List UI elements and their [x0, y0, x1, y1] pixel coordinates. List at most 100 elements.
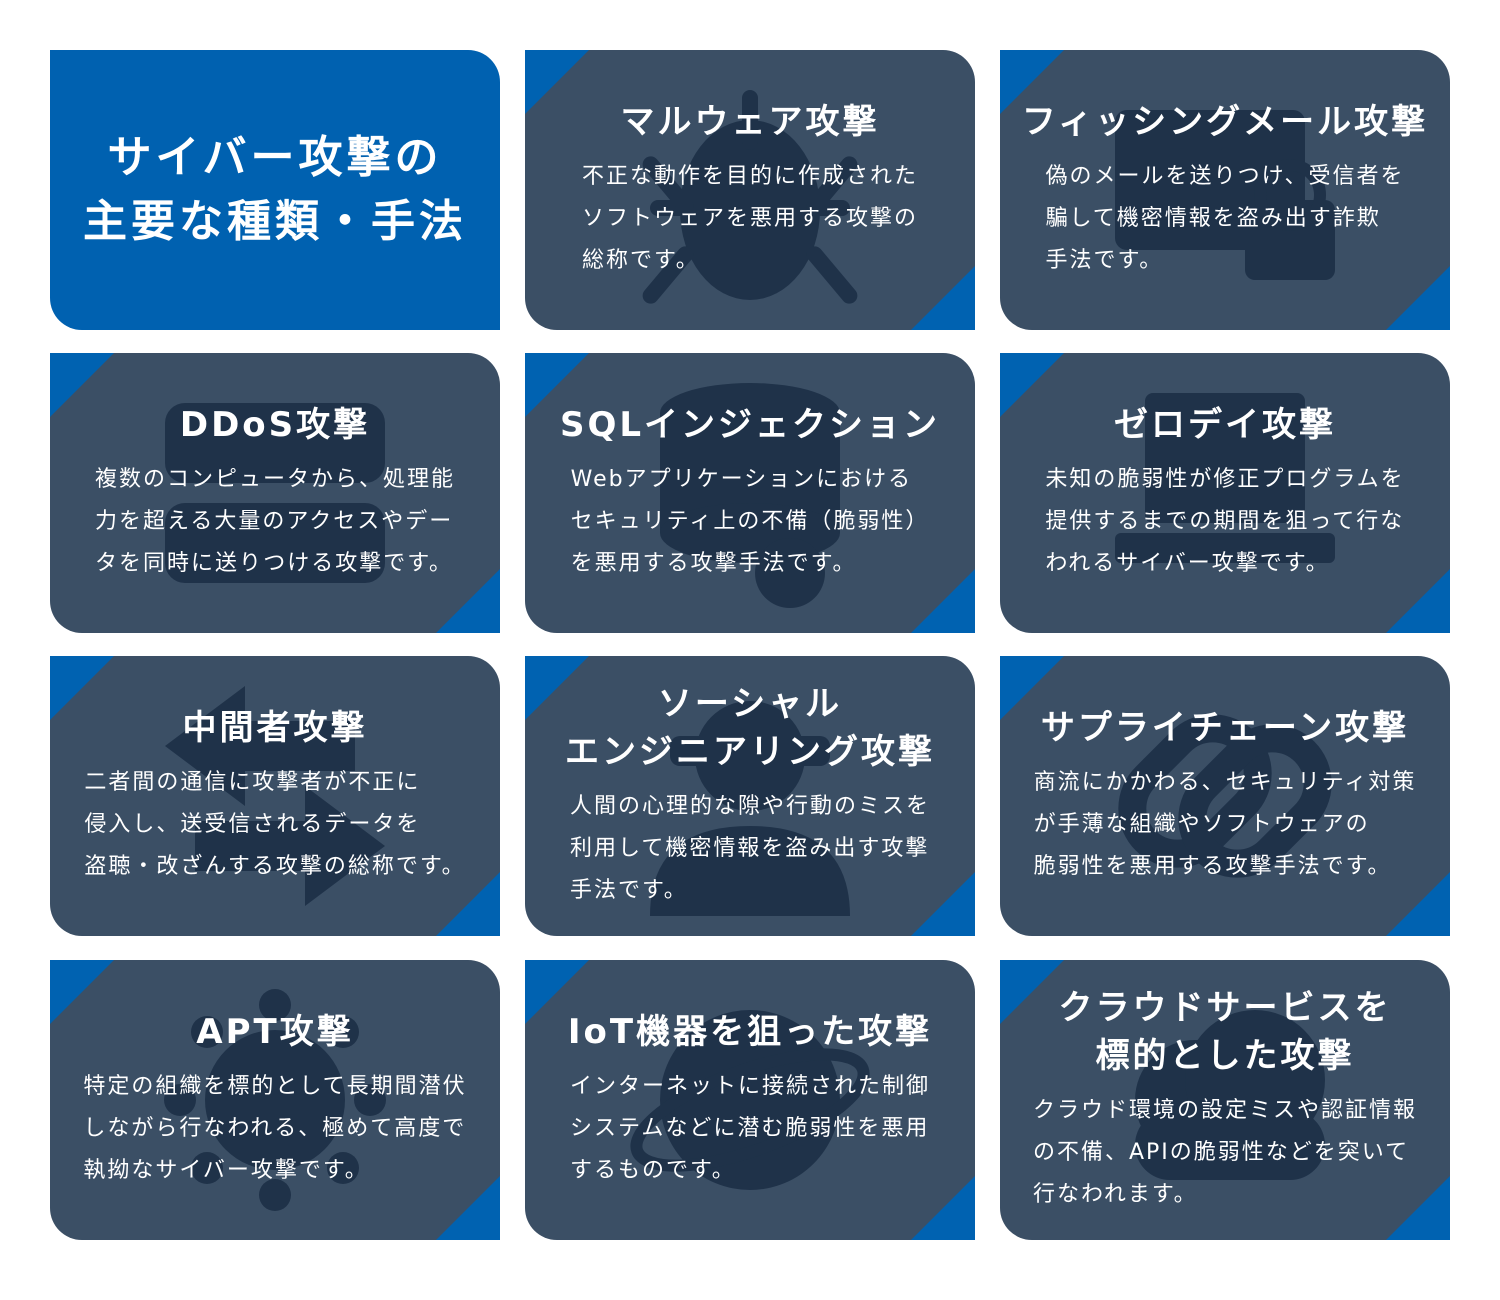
- corner-accent: [1386, 872, 1450, 936]
- card-title-line: マルウェア攻撃: [620, 102, 880, 142]
- corner-accent: [911, 1176, 975, 1240]
- card-title: 中間者攻撃: [183, 704, 368, 752]
- card-description-line: 不正な動作を目的に作成された: [581, 164, 918, 189]
- card-description-line: 手法です。: [569, 878, 688, 903]
- card-title-line: サプライチェーン攻撃: [1040, 708, 1410, 748]
- card-description: 二者間の通信に攻撃者が不正に侵入し、送受信されるデータを盗聴・改ざんする攻撃の総…: [84, 762, 465, 888]
- card-description-line: が手薄な組織やソフトウェアの: [1033, 812, 1370, 837]
- card-description-line: インターネットに接続された制御: [569, 1074, 930, 1099]
- card-description: インターネットに接続された制御システムなどに潜む脆弱性を悪用するものです。: [570, 1066, 930, 1192]
- card-title-line: クラウドサービスを: [1058, 988, 1392, 1028]
- card-description-line: システムなどに潜む脆弱性を悪用: [569, 1116, 930, 1141]
- card-description-line: クラウド環境の設定ミスや認証情報: [1032, 1098, 1417, 1123]
- attack-card: フィッシングメール攻撃偽のメールを送りつけ、受信者を騙して機密情報を盗み出す詐欺…: [1000, 50, 1450, 330]
- corner-accent: [1386, 1176, 1450, 1240]
- attack-card: IoT機器を狙った攻撃インターネットに接続された制御システムなどに潜む脆弱性を悪…: [525, 960, 975, 1240]
- card-description-line: 総称です。: [581, 248, 700, 273]
- card-description-line: 脆弱性を悪用する攻撃手法です。: [1033, 854, 1392, 879]
- card-description-line: の不備、APIの脆弱性などを突いて: [1032, 1140, 1410, 1165]
- card-title: ゼロデイ攻撃: [1114, 401, 1336, 449]
- card-description-line: 未知の脆弱性が修正プログラムを: [1045, 467, 1405, 492]
- card-description: 不正な動作を目的に作成されたソフトウェアを悪用する攻撃の総称です。: [582, 156, 918, 282]
- card-title: IoT機器を狙った攻撃: [568, 1008, 932, 1056]
- card-description-line: タを同時に送りつける攻撃です。: [94, 551, 454, 576]
- database-bug-icon: [660, 383, 840, 608]
- card-description-line: 行なわれます。: [1032, 1182, 1198, 1207]
- corner-accent: [436, 872, 500, 936]
- card-description-line: ソフトウェアを悪用する攻撃の: [581, 206, 918, 231]
- card-title-line: 標的とした攻撃: [1095, 1036, 1355, 1076]
- hero-title-line: 主要な種類・手法: [83, 196, 467, 247]
- globe-icon: [630, 1010, 870, 1190]
- bug-icon: [642, 90, 858, 304]
- card-description: 未知の脆弱性が修正プログラムを提供するまでの期間を狙って行なわれるサイバー攻撃で…: [1045, 459, 1404, 585]
- card-description-line: 手法です。: [1045, 248, 1164, 273]
- card-title: ソーシャルエンジニアリング攻撃: [565, 680, 935, 776]
- card-description-line: 盗聴・改ざんする攻撃の総称です。: [84, 854, 466, 879]
- card-description: クラウド環境の設定ミスや認証情報の不備、APIの脆弱性などを突いて行なわれます。: [1033, 1090, 1417, 1216]
- corner-accent: [436, 1176, 500, 1240]
- card-description-line: 力を超える大量のアクセスやデー: [94, 509, 454, 534]
- card-title: DDoS攻撃: [180, 401, 370, 449]
- hacker-icon: [650, 701, 850, 916]
- chain-link-icon: [1118, 714, 1332, 878]
- card-title-line: ソーシャル: [657, 684, 843, 724]
- card-title: クラウドサービスを標的とした攻撃: [1059, 984, 1392, 1080]
- card-description-line: 商流にかかわる、セキュリティ対策: [1033, 770, 1417, 795]
- card-description-line: するものです。: [569, 1158, 736, 1183]
- corner-accent: [1386, 266, 1450, 330]
- card-title: フィッシングメール攻撃: [1022, 98, 1428, 146]
- card-title-line: エンジニアリング攻撃: [565, 732, 935, 772]
- corner-accent: [525, 960, 589, 1024]
- card-description: 偽のメールを送りつけ、受信者を騙して機密情報を盗み出す詐欺手法です。: [1045, 156, 1404, 282]
- arrows-exchange-icon: [165, 686, 385, 906]
- card-description-line: 執拗なサイバー攻撃です。: [83, 1158, 369, 1183]
- attack-card: ソーシャルエンジニアリング攻撃人間の心理的な隙や行動のミスを利用して機密情報を盗…: [525, 656, 975, 936]
- card-title: SQLインジェクション: [560, 401, 940, 449]
- card-title-line: 中間者攻撃: [182, 708, 368, 748]
- card-description-line: 騙して機密情報を盗み出す詐欺: [1045, 206, 1381, 231]
- attack-card: 中間者攻撃二者間の通信に攻撃者が不正に侵入し、送受信されるデータを盗聴・改ざんす…: [50, 656, 500, 936]
- card-description-line: セキュリティ上の不備（脆弱性）: [570, 509, 930, 534]
- attack-card: ゼロデイ攻撃未知の脆弱性が修正プログラムを提供するまでの期間を狙って行なわれるサ…: [1000, 353, 1450, 633]
- laptop-icon: [1115, 393, 1335, 563]
- card-description-line: 提供するまでの期間を狙って行な: [1045, 509, 1405, 534]
- card-description-line: 複数のコンピュータから、処理能: [94, 467, 455, 492]
- card-description-line: 二者間の通信に攻撃者が不正に: [84, 770, 421, 795]
- card-title-line: SQLインジェクション: [559, 405, 941, 445]
- corner-accent: [1000, 656, 1064, 720]
- card-description-line: 特定の組織を標的として長期間潜伏: [83, 1074, 467, 1099]
- server-icon: [165, 403, 385, 583]
- hero-title-line: サイバー攻撃の: [107, 132, 443, 183]
- corner-accent: [436, 569, 500, 633]
- corner-accent: [911, 266, 975, 330]
- card-description-line: Webアプリケーションにおける: [570, 467, 913, 492]
- card-description: 商流にかかわる、セキュリティ対策が手薄な組織やソフトウェアの脆弱性を悪用する攻撃…: [1034, 762, 1417, 888]
- card-title-line: フィッシングメール攻撃: [1021, 102, 1429, 142]
- corner-accent: [1386, 569, 1450, 633]
- card-title: マルウェア攻撃: [621, 98, 880, 146]
- attack-card: SQLインジェクション Webアプリケーションにおけるセキュリティ上の不備（脆弱性…: [525, 353, 975, 633]
- card-title-line: APT攻撃: [196, 1012, 354, 1052]
- card-description: 複数のコンピュータから、処理能力を超える大量のアクセスやデータを同時に送りつける…: [95, 459, 455, 585]
- card-title-line: ゼロデイ攻撃: [1114, 405, 1336, 445]
- corner-accent: [911, 569, 975, 633]
- corner-accent: [525, 50, 589, 114]
- card-description-line: 偽のメールを送りつけ、受信者を: [1045, 164, 1405, 189]
- corner-accent: [1000, 50, 1064, 114]
- hero-card: サイバー攻撃の 主要な種類・手法: [50, 50, 500, 330]
- card-description: Webアプリケーションにおけるセキュリティ上の不備（脆弱性）を悪用する攻撃手法で…: [571, 459, 930, 585]
- card-title-line: IoT機器を狙った攻撃: [567, 1012, 933, 1052]
- corner-accent: [1000, 353, 1064, 417]
- card-description-line: しながら行なわれる、極めて高度で: [83, 1116, 467, 1141]
- card-description-line: 人間の心理的な隙や行動のミスを: [569, 794, 930, 819]
- card-description-line: われるサイバー攻撃です。: [1045, 551, 1330, 576]
- corner-accent: [50, 353, 114, 417]
- attack-card: サプライチェーン攻撃商流にかかわる、セキュリティ対策が手薄な組織やソフトウェアの…: [1000, 656, 1450, 936]
- virus-icon: [164, 989, 386, 1211]
- card-title-line: DDoS攻撃: [179, 405, 371, 445]
- cloud-icon: [1135, 1010, 1325, 1180]
- card-title: サプライチェーン攻撃: [1041, 704, 1409, 752]
- corner-accent: [50, 656, 114, 720]
- corner-accent: [50, 960, 114, 1024]
